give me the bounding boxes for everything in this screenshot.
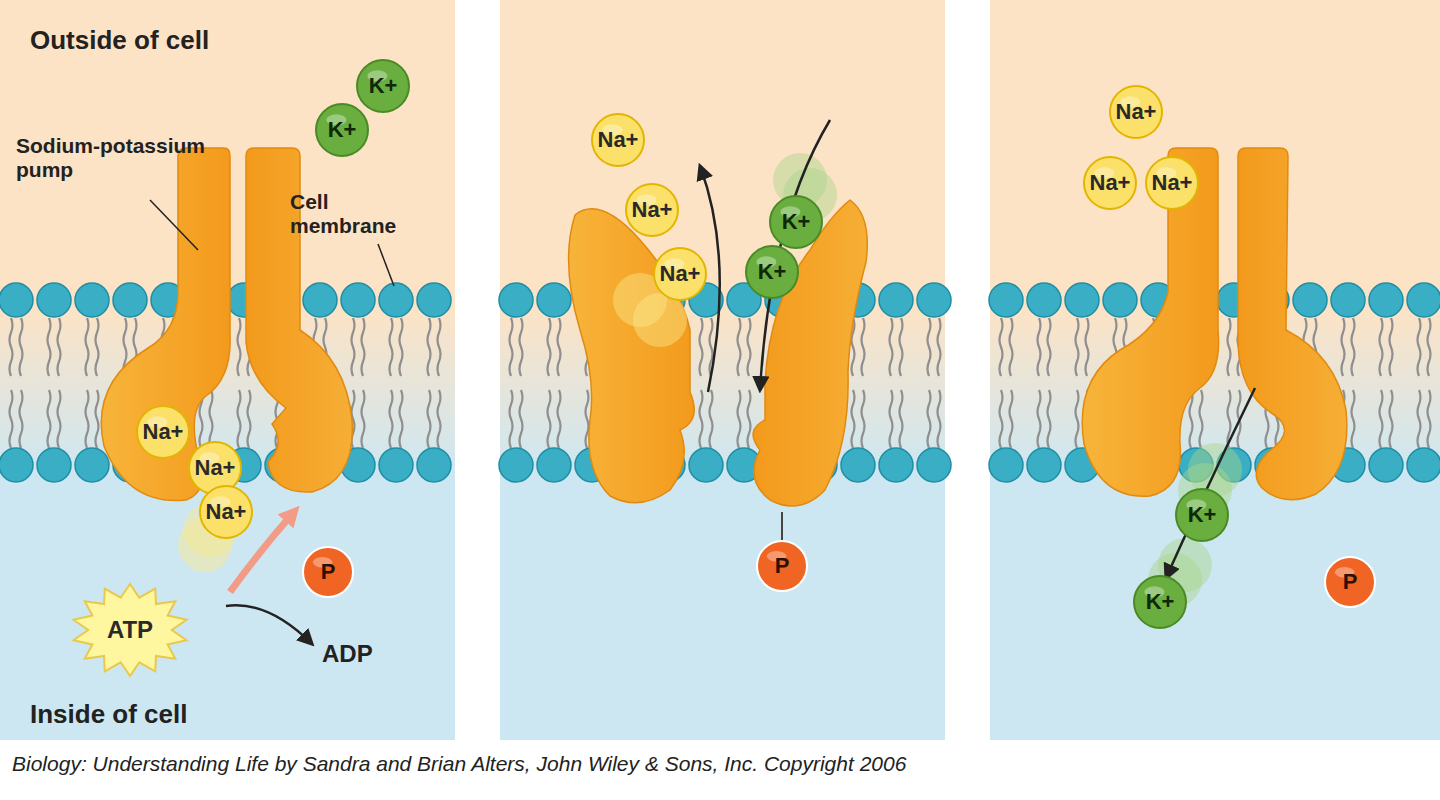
source-caption: Biology: Understanding Life by Sandra an… — [12, 752, 906, 776]
phosphate-bond — [781, 512, 783, 540]
molecule-label: Na+ — [1116, 99, 1157, 125]
motion-trail — [633, 293, 687, 347]
cell-membrane — [499, 283, 951, 482]
sodium-ion: Na+ — [135, 404, 191, 460]
molecule-label: K+ — [369, 73, 398, 99]
text-label: ADP — [322, 640, 373, 668]
potassium-ion: K+ — [744, 244, 800, 300]
atp-molecule: ATP — [70, 582, 190, 678]
pump-protein — [1082, 148, 1218, 496]
potassium-ion: K+ — [1174, 487, 1230, 543]
cell-ground — [0, 0, 455, 740]
sodium-ion: Na+ — [590, 112, 646, 168]
movement-arrow — [1166, 388, 1255, 578]
molecule-label: P — [1343, 569, 1358, 595]
text-label: Cell membrane — [290, 190, 420, 238]
cell-ground — [990, 0, 1440, 740]
molecule-label: P — [775, 553, 790, 579]
molecule-label: Na+ — [660, 261, 701, 287]
molecule-label: Na+ — [1090, 170, 1131, 196]
molecule-label: Na+ — [206, 499, 247, 525]
leader-line — [378, 244, 394, 286]
molecule-label: ATP — [107, 616, 153, 644]
molecule-label: Na+ — [1152, 170, 1193, 196]
sodium-ion: Na+ — [1108, 84, 1164, 140]
potassium-ion: K+ — [314, 102, 370, 158]
text-label: Outside of cell — [30, 26, 209, 56]
molecule-label: K+ — [328, 117, 357, 143]
molecule-label: P — [321, 559, 336, 585]
sodium-ion: Na+ — [198, 484, 254, 540]
cell-ground — [500, 0, 945, 740]
leader-line — [150, 200, 198, 250]
molecule-label: Na+ — [143, 419, 184, 445]
molecule-label: Na+ — [195, 455, 236, 481]
molecule-label: K+ — [758, 259, 787, 285]
sodium-ion: Na+ — [624, 182, 680, 238]
phosphate-group: P — [755, 539, 809, 593]
molecule-label: K+ — [1146, 589, 1175, 615]
phosphate-group: P — [301, 545, 355, 599]
sodium-ion: Na+ — [1144, 155, 1200, 211]
text-label: Sodium-potassium pump — [16, 134, 216, 182]
potassium-ion: K+ — [768, 194, 824, 250]
molecule-label: K+ — [1188, 502, 1217, 528]
potassium-ion: K+ — [355, 58, 411, 114]
potassium-ion: K+ — [1132, 574, 1188, 630]
molecule-label: Na+ — [632, 197, 673, 223]
molecule-label: Na+ — [598, 127, 639, 153]
sodium-ion: Na+ — [1082, 155, 1138, 211]
text-label: Inside of cell — [30, 700, 188, 730]
movement-arrow — [226, 605, 312, 644]
molecule-label: K+ — [782, 209, 811, 235]
pump-protein — [1238, 148, 1347, 500]
sodium-ion: Na+ — [652, 246, 708, 302]
phosphate-group: P — [1323, 555, 1377, 609]
